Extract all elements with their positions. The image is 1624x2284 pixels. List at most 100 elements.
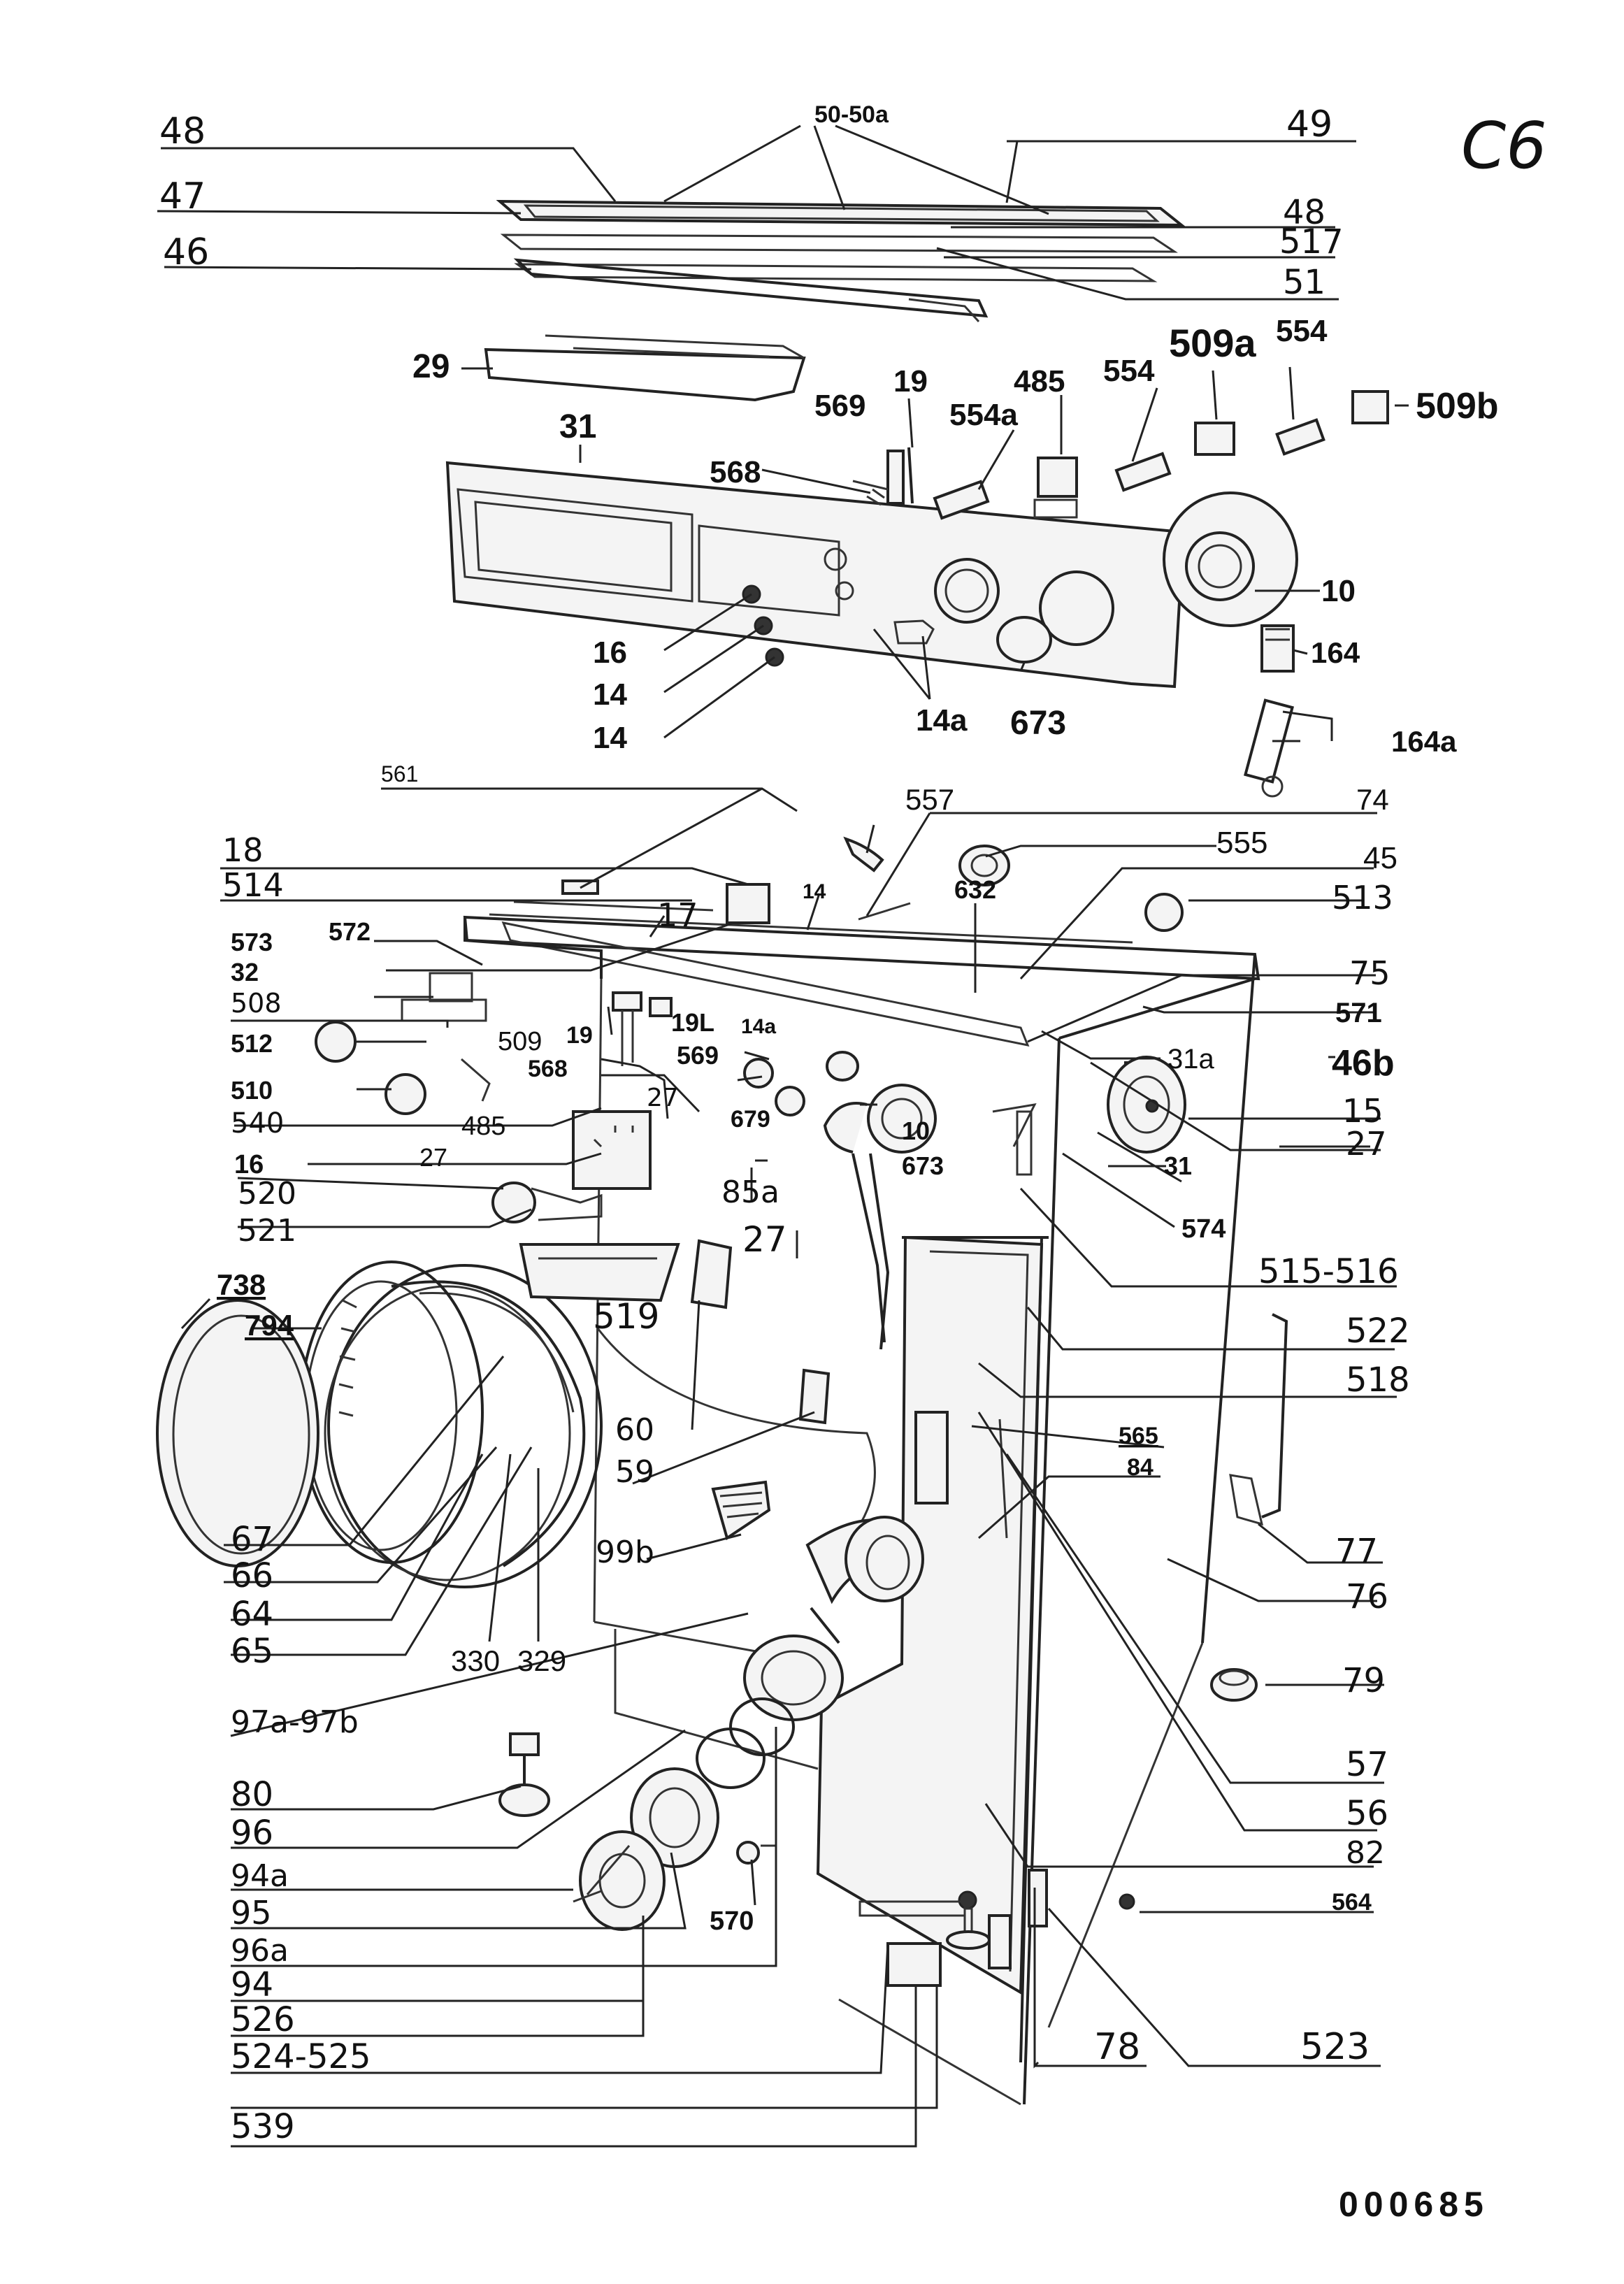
callout-label: 574	[1181, 1214, 1226, 1244]
callout-label: 568	[528, 1056, 568, 1082]
callout-label: 97a-97b	[231, 1704, 359, 1740]
timer-15	[1107, 1056, 1186, 1154]
callout-label: 14	[593, 721, 627, 755]
callout-label: 573	[231, 928, 273, 956]
callout-label: 555	[1216, 826, 1267, 860]
door-glass-738	[156, 1299, 319, 1567]
callout-label: 75	[1349, 954, 1391, 992]
callout-label: 59	[615, 1454, 654, 1490]
callout-label: 513	[1332, 879, 1393, 917]
callout-label: 94	[231, 1965, 273, 2004]
callout-label: 15	[1342, 1092, 1384, 1130]
callout-label: 76	[1346, 1577, 1388, 1616]
callout-label: 673	[1010, 705, 1066, 742]
callout-label: 47	[159, 175, 206, 217]
callout-label: 31a	[1167, 1044, 1214, 1075]
callout-label: 29	[412, 348, 450, 385]
callout-label: 65	[231, 1632, 273, 1671]
frame-top-crossmember	[463, 836, 1260, 1047]
callout-label: 49	[1286, 103, 1332, 145]
leader-lines	[157, 124, 1409, 2148]
callout-label: 95	[231, 1894, 272, 1932]
top-plate-29	[484, 334, 806, 402]
callout-label: 564	[1332, 1889, 1372, 1916]
callout-label: 96	[231, 1813, 273, 1853]
callout-label: 27	[742, 1219, 787, 1260]
door-lock-519	[519, 1239, 831, 1425]
callout-label: 66	[231, 1556, 273, 1595]
callout-label: 82	[1346, 1835, 1385, 1871]
callout-label: 568	[710, 455, 761, 489]
callout-label: 19	[566, 1022, 593, 1049]
callout-label: 19L	[671, 1008, 714, 1037]
hinge-and-switch-parts	[315, 972, 859, 1223]
callout-label: 571	[1335, 998, 1382, 1028]
callout-label: 31	[559, 408, 596, 445]
callout-label: 48	[1283, 193, 1325, 232]
callout-label: 85a	[721, 1175, 779, 1210]
callout-label: 16	[593, 635, 627, 670]
callout-label: 18	[222, 831, 264, 869]
callout-label: 19	[893, 364, 928, 398]
callout-label: 517	[1279, 222, 1344, 261]
control-panel-31	[445, 461, 1184, 689]
callout-label: 164	[1311, 636, 1360, 669]
callout-label: 46b	[1332, 1043, 1395, 1084]
callout-label: 508	[231, 988, 282, 1019]
callout-label: 78	[1094, 2026, 1140, 2068]
callout-label: 512	[231, 1029, 273, 1058]
callout-label: 14a	[916, 703, 968, 738]
callout-label: 99b	[596, 1535, 654, 1570]
callout-label: 557	[905, 783, 954, 816]
callout-label: 32	[231, 958, 259, 986]
callout-label: 330	[451, 1644, 500, 1677]
callout-label: 79	[1342, 1661, 1385, 1700]
callout-label: 509a	[1169, 321, 1256, 365]
callout-label: 31	[1164, 1151, 1192, 1180]
callout-label: 572	[329, 917, 371, 946]
drum-front-ring	[324, 1264, 876, 1588]
feet-and-brackets	[498, 1732, 1012, 1987]
selector-knob-10	[1163, 491, 1298, 627]
callout-label: 50-50a	[814, 101, 889, 128]
callout-label: 523	[1300, 2026, 1370, 2068]
page-code: C6	[1461, 108, 1547, 183]
callout-label: 10	[1321, 574, 1356, 608]
callout-label: 569	[814, 389, 865, 423]
callout-label: 56	[1346, 1794, 1388, 1833]
callout-label: 522	[1346, 1312, 1410, 1351]
callout-label: 84	[1127, 1454, 1154, 1481]
callout-label: 673	[902, 1151, 944, 1180]
callout-label: 94a	[231, 1858, 289, 1894]
callout-label: 554a	[949, 398, 1018, 432]
callout-label: 80	[231, 1775, 273, 1814]
lamp-164	[1243, 624, 1295, 798]
drawing-number: 000685	[1339, 2185, 1489, 2224]
callout-label: 520	[238, 1176, 296, 1212]
callout-label: 539	[231, 2107, 295, 2146]
rear-panel-parts	[914, 1313, 1288, 1927]
callout-label: 60	[615, 1412, 654, 1448]
callout-label: 10	[902, 1116, 930, 1145]
callout-label: 27	[419, 1143, 447, 1172]
callout-label: 14a	[741, 1015, 776, 1038]
callout-label: 27	[1346, 1125, 1387, 1163]
pump-and-hoses	[573, 1480, 924, 1931]
callout-label: 519	[593, 1296, 659, 1337]
callout-label: 561	[381, 761, 418, 787]
callout-label: 526	[231, 2000, 295, 2039]
callout-label: 518	[1346, 1360, 1410, 1400]
callout-label: 510	[231, 1076, 273, 1105]
callout-label: 45	[1363, 841, 1397, 875]
callout-label: 679	[731, 1106, 770, 1133]
callout-label: 554	[1103, 354, 1155, 388]
callout-label: 46	[163, 231, 209, 273]
callout-label: 74	[1356, 783, 1389, 816]
callout-label: 509	[498, 1027, 542, 1056]
callout-label: 57	[1346, 1745, 1388, 1784]
callout-label: 569	[677, 1041, 719, 1070]
callout-label: 77	[1335, 1532, 1378, 1571]
callout-label: 540	[231, 1107, 284, 1140]
callout-label: 565	[1119, 1423, 1158, 1449]
callout-label: 96a	[231, 1933, 289, 1969]
